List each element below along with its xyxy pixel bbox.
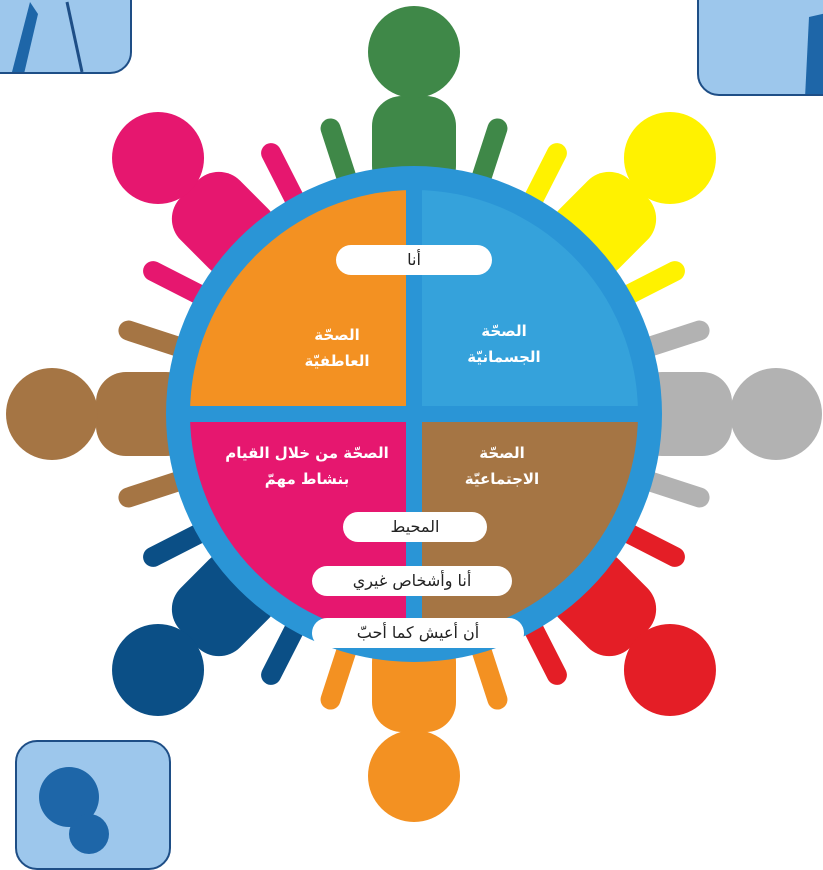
purpose-health-label: الصحّة من خلال القيام بنشاط مهمّ <box>225 444 389 488</box>
person-icon <box>39 767 109 854</box>
emotional-health-label: الصحّة العاطفيّة <box>304 326 370 370</box>
others-pill: أنا وأشخاص غيري <box>312 566 512 596</box>
environment-pill: المحيط <box>343 512 487 542</box>
corner-card-top-left <box>0 0 132 74</box>
wellbeing-diagram <box>6 6 822 822</box>
center-label: أنا <box>407 250 421 269</box>
corner-card-top-right <box>697 0 823 96</box>
corner-card-bottom-left <box>15 740 171 870</box>
social-health-label: الصحّة الاجتماعيّة <box>464 444 540 488</box>
center-label-pill: أنا <box>336 245 492 275</box>
environment-label: المحيط <box>390 517 440 536</box>
freedom-label: أن أعيش كما أحبّ <box>356 623 480 642</box>
others-label: أنا وأشخاص غيري <box>352 571 472 590</box>
freedom-pill: أن أعيش كما أحبّ <box>312 618 524 648</box>
physical-health-label: الصحّة الجسمانيّة <box>467 322 541 366</box>
person-icon <box>12 1 84 72</box>
person-icon <box>805 13 823 94</box>
